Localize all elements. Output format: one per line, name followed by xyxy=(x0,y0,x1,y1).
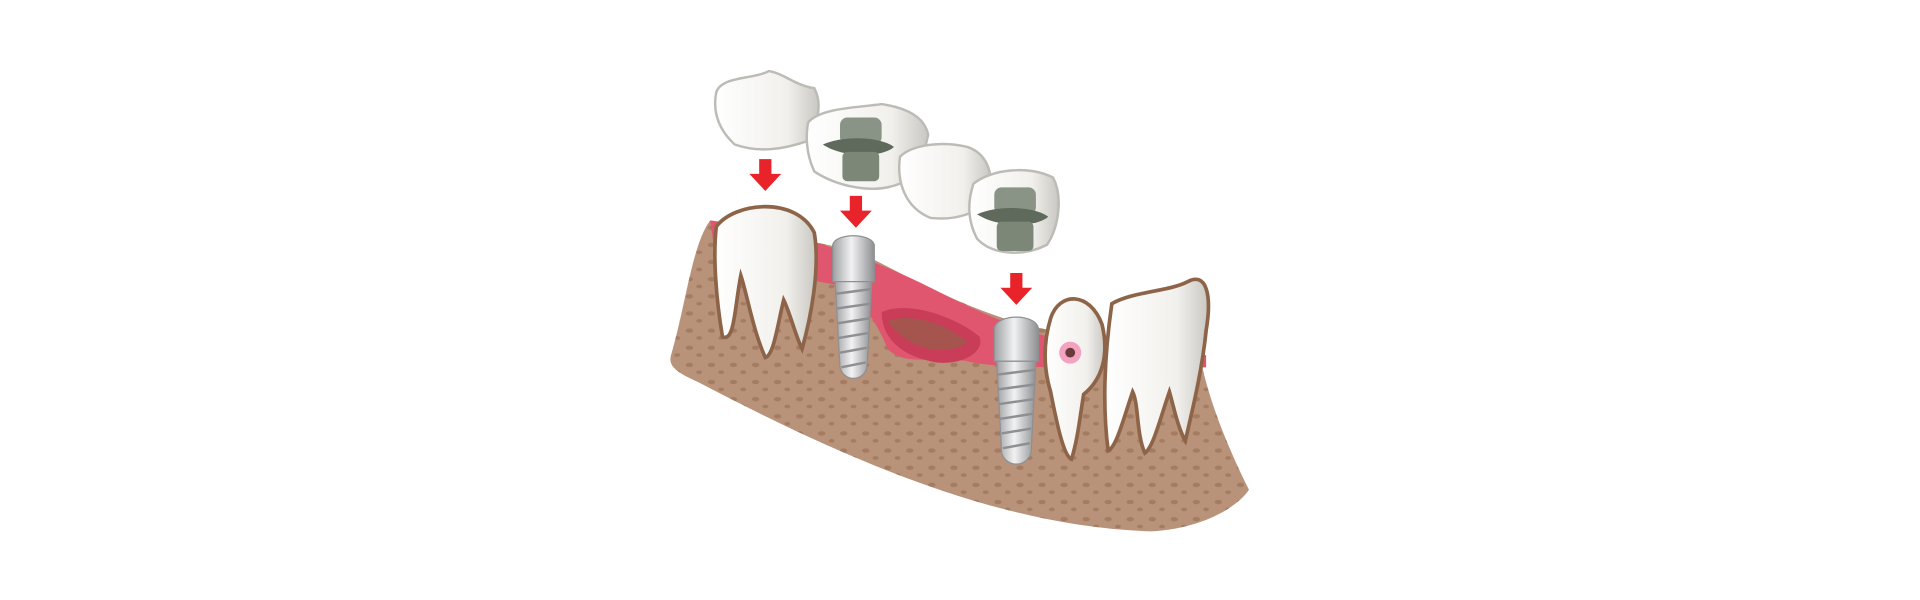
natural-premolar xyxy=(1043,297,1107,462)
implant-post-2 xyxy=(993,316,1039,465)
arrow-down-icon xyxy=(840,195,872,228)
arrow-down-icon xyxy=(1000,273,1033,305)
dental-bridge xyxy=(714,69,1060,254)
natural-molar-right xyxy=(1102,277,1211,456)
jaw-bone xyxy=(670,220,1249,532)
implant-post-1 xyxy=(832,235,875,379)
arrow-down-icon xyxy=(749,159,782,192)
natural-molar-left xyxy=(713,204,818,360)
abutment-1 xyxy=(822,117,894,182)
abutment-2 xyxy=(977,187,1049,252)
